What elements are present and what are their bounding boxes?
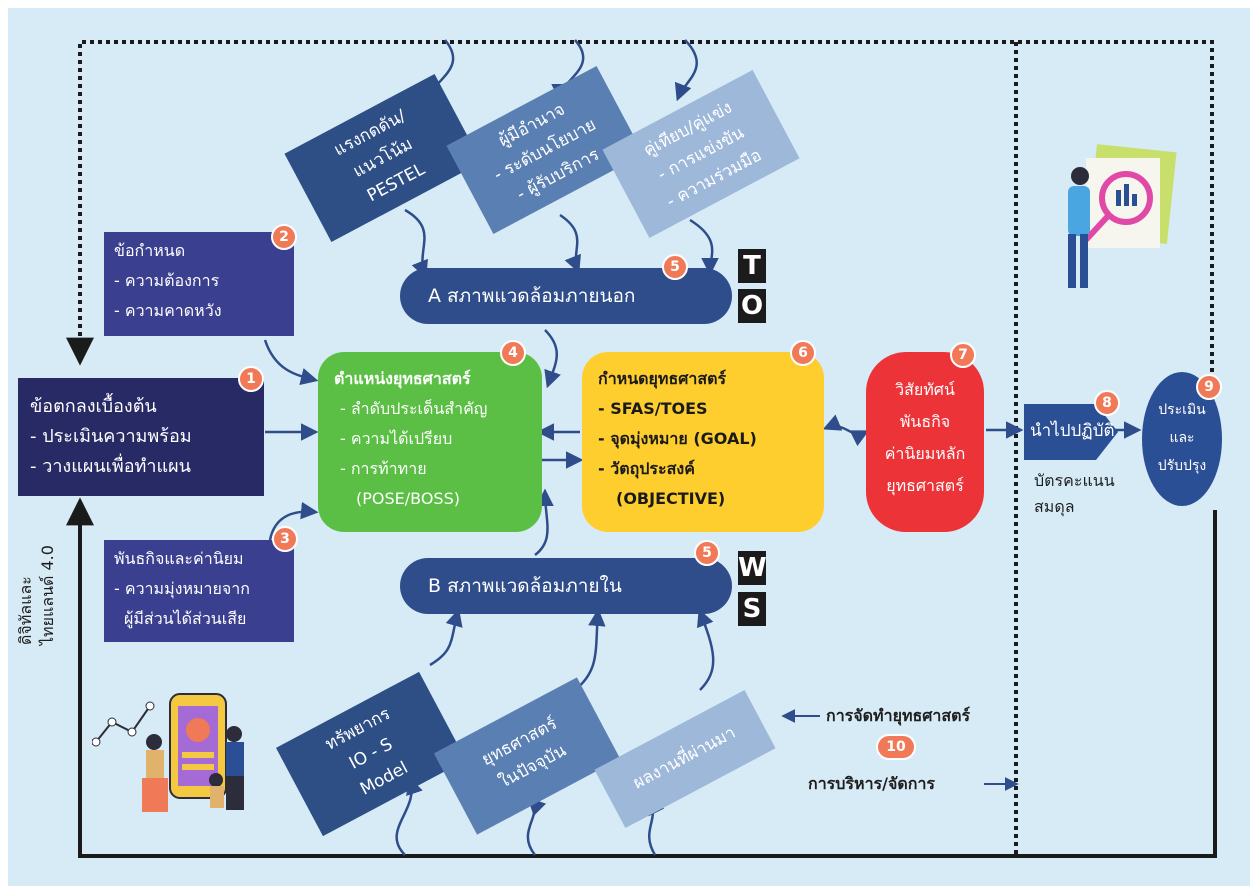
- arrow-ext-to-position: [544, 329, 561, 389]
- box-item: - SFAS/TOES: [598, 399, 708, 418]
- arrow-int-2: [574, 608, 606, 691]
- box-title: กำหนดยุทธศาสตร์: [598, 369, 727, 388]
- badge-7: 7: [950, 342, 976, 368]
- box-item: - ความต้องการ: [114, 271, 220, 290]
- dotted-frame-top: [66, 40, 1214, 408]
- pill-label: B สภาพแวดล้อมภายใน: [428, 575, 622, 597]
- digital-thailand-label: ดิจิทัลและ ไทยแลนด์ 4.0: [15, 535, 59, 645]
- box-item: (POSE/BOSS): [356, 489, 460, 508]
- box-item: (OBJECTIVE): [616, 489, 726, 508]
- legend-planning-label: การจัดทำยุทธศาสตร์: [826, 706, 971, 725]
- legend-management-label: การบริหาร/จัดการ: [808, 774, 936, 793]
- implementation-label: นำไปปฏิบัติ: [1030, 414, 1115, 448]
- badge-5-external: 5: [662, 254, 688, 280]
- arrow-bottom-1: [395, 776, 423, 856]
- badge-9: 9: [1196, 374, 1222, 400]
- strategy-definition-box: กำหนดยุทธศาสตร์ - SFAS/TOES - จุดมุ่งหมา…: [582, 352, 824, 532]
- swot-letter-o: O: [738, 289, 766, 323]
- box-title: ข้อตกลงเบื้องต้น: [30, 396, 157, 417]
- badge-1: 1: [238, 366, 264, 392]
- arrow-top-3: [674, 39, 698, 102]
- arrow-ext-1: [404, 208, 428, 279]
- arrow-ext-3: [689, 218, 719, 276]
- badge-10: 10: [876, 734, 916, 760]
- strategic-position-box: ตำแหน่งยุทธศาสตร์ - ลำดับประเด็นสำคัญ - …: [318, 352, 542, 532]
- box-title: ข้อกำหนด: [114, 241, 186, 260]
- arrow-box2-to-position: [263, 339, 319, 386]
- swot-letter-s: S: [738, 592, 766, 626]
- arrow-bottom-2: [526, 797, 547, 856]
- box-item: - ประเมินความพร้อม: [30, 426, 192, 447]
- side-line: ไทยแลนด์ 4.0: [38, 545, 57, 645]
- vision-mission-box: วิสัยทัศน์ พันธกิจ ค่านิยมหลัก ยุทธศาสตร…: [866, 352, 984, 532]
- arrow-int-1: [429, 608, 463, 667]
- requirements-box: ข้อกำหนด - ความต้องการ - ความคาดหวัง: [104, 232, 294, 336]
- feedback-loop: [66, 497, 1217, 858]
- balanced-scorecard-label: บัตรคะแนน สมดุล: [1034, 468, 1115, 520]
- scorecard-line: บัตรคะแนน: [1034, 471, 1115, 490]
- box-title: ตำแหน่งยุทธศาสตร์: [334, 369, 471, 388]
- box-item: - ความคาดหวัง: [114, 301, 222, 320]
- box-item: และ: [1169, 430, 1195, 446]
- box-item: - ลำดับประเด็นสำคัญ: [340, 399, 488, 418]
- box-item: วิสัยทัศน์: [895, 380, 955, 399]
- arrow-strategy-vision: [822, 414, 870, 447]
- box-item: ผู้มีส่วนได้ส่วนเสีย: [124, 609, 247, 628]
- arrow-int-3: [697, 608, 715, 691]
- box-item: - ความมุ่งหมายจาก: [114, 579, 250, 598]
- box-item: พันธกิจ: [899, 412, 951, 431]
- side-line: ดิจิทัลและ: [16, 576, 35, 645]
- box-item: - จุดมุ่งหมาย (GOAL): [598, 429, 757, 448]
- box-title: พันธกิจและค่านิยม: [114, 549, 244, 568]
- box-item: ประเมิน: [1158, 402, 1206, 418]
- badge-6: 6: [790, 340, 816, 366]
- box-item: - วัตถุประสงค์: [598, 459, 695, 478]
- swot-letter-t: T: [738, 249, 766, 283]
- box-item: ปรับปรุง: [1157, 458, 1207, 474]
- box-item: ยุทธศาสตร์: [886, 476, 964, 495]
- badge-4: 4: [500, 340, 526, 366]
- pill-label: A สภาพแวดล้อมภายนอก: [428, 285, 636, 307]
- mission-values-box: พันธกิจและค่านิยม - ความมุ่งหมายจาก ผู้ม…: [104, 540, 294, 642]
- implement-text: นำไปปฏิบัติ: [1030, 421, 1115, 441]
- scorecard-line: สมดุล: [1034, 497, 1075, 516]
- swot-letter-w: W: [738, 551, 767, 585]
- box-item: - วางแผนเพื่อทำแผน: [30, 456, 191, 477]
- internal-environment-pill: B สภาพแวดล้อมภายใน: [400, 558, 732, 614]
- analyst-illustration: [1068, 144, 1177, 288]
- initial-agreement-box: ข้อตกลงเบื้องต้น - ประเมินความพร้อม - วา…: [18, 378, 264, 496]
- arrow-int-to-position: [534, 488, 554, 556]
- box-item: - การท้าทาย: [340, 459, 427, 478]
- box-item: - ความได้เปรียบ: [340, 429, 453, 448]
- badge-8: 8: [1094, 390, 1120, 416]
- badge-5-internal: 5: [694, 540, 720, 566]
- team-illustration: [92, 693, 244, 812]
- arrow-ext-2: [559, 213, 581, 274]
- badge-3: 3: [272, 526, 298, 552]
- badge-2: 2: [271, 224, 297, 250]
- box-item: ค่านิยมหลัก: [884, 444, 966, 463]
- arrow-box3-to-position: [268, 501, 319, 541]
